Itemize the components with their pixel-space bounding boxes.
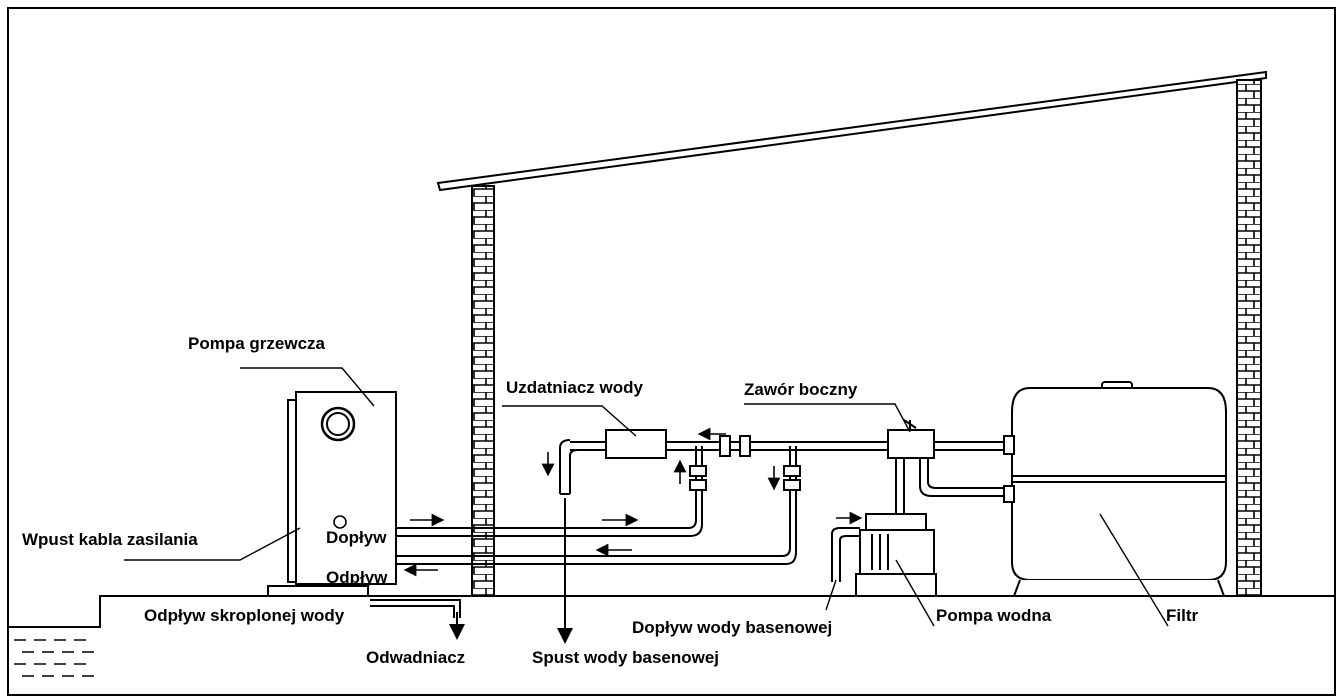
pool-water-inflow-label: Dopływ wody basenowej bbox=[632, 618, 833, 637]
drain-label: Odwadniacz bbox=[366, 648, 466, 667]
left-brick-wall bbox=[471, 185, 495, 597]
right-brick-wall bbox=[1236, 79, 1262, 597]
water-treatment-unit bbox=[605, 429, 667, 459]
ground-slab bbox=[8, 595, 1335, 628]
bypass-valve-label: Zawór boczny bbox=[744, 380, 858, 399]
water-pump-unit bbox=[855, 513, 937, 597]
power-cable-inlet-label: Wpust kabla zasilania bbox=[22, 530, 198, 549]
flow-arrows bbox=[403, 427, 863, 644]
leader-lines bbox=[124, 367, 1169, 627]
heat-pump-label: Pompa grzewcza bbox=[188, 334, 325, 353]
filter-tank bbox=[1003, 381, 1227, 597]
condensate-drain-label: Odpływ skroplonej wody bbox=[144, 606, 345, 625]
valves bbox=[689, 419, 935, 491]
outflow-label: Odpływ bbox=[326, 568, 388, 587]
piping bbox=[396, 439, 1012, 582]
water-pump-label: Pompa wodna bbox=[936, 606, 1052, 625]
filter-label: Filtr bbox=[1166, 606, 1199, 625]
outer-frame bbox=[7, 7, 1336, 696]
inflow-label: Dopływ bbox=[326, 528, 387, 547]
water-treatment-label: Uzdatniacz wody bbox=[506, 378, 643, 397]
pool-water-drain-label: Spust wody basenowej bbox=[532, 648, 720, 667]
roof bbox=[436, 70, 1267, 192]
heat-pump-unit bbox=[267, 391, 465, 640]
pool-water-icon bbox=[14, 639, 94, 677]
